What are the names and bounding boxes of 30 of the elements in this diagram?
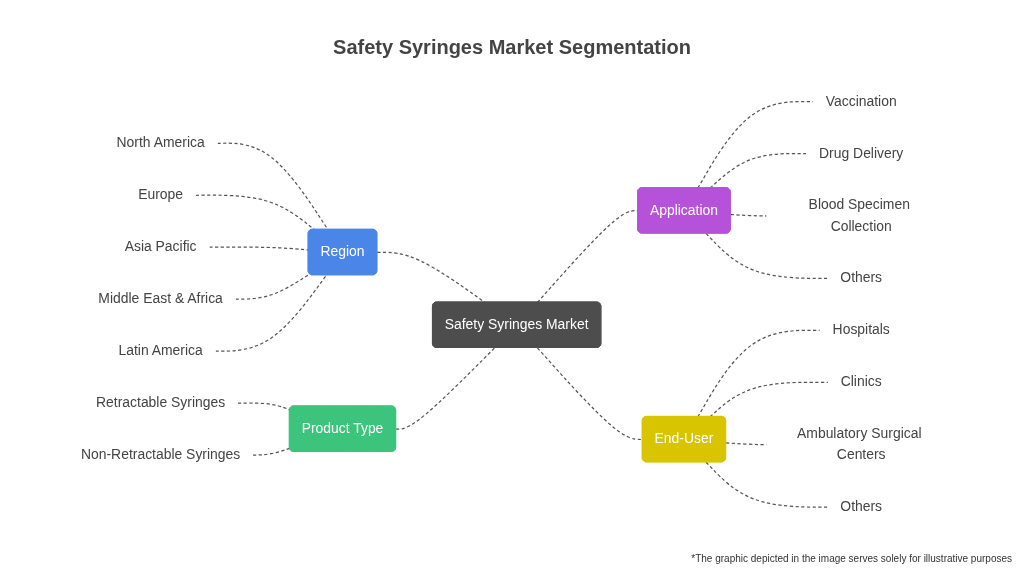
node-text: Drug Delivery [819, 145, 904, 161]
node-text: Non-Retractable Syringes [80, 446, 241, 463]
connector [234, 273, 311, 300]
node-text: North America [116, 134, 205, 151]
connector [237, 402, 291, 411]
node-text: Hospitals [832, 322, 890, 338]
node-text: Ambulatory Surgical Centers [797, 425, 922, 463]
node-text: Vaccination [825, 93, 897, 109]
node-text: Latin America [118, 342, 203, 359]
node-text: Europe [138, 186, 184, 203]
node-text: Middle East & Africa [98, 290, 223, 307]
footnote-text: *The graphic depicted in the image serves solely for illustrative purposes [691, 553, 1012, 564]
node-text: Others [840, 270, 883, 286]
connector [709, 152, 808, 189]
connector [395, 347, 496, 430]
node-text: Others [840, 498, 883, 515]
connector [216, 142, 329, 231]
connector [214, 274, 328, 352]
diagram-title: Safety Syringes Market Segmentation [333, 36, 691, 59]
connector [705, 232, 830, 280]
connector [697, 329, 822, 418]
connector [208, 246, 310, 251]
connector [709, 381, 830, 418]
node-text: Blood Specimen Collection [808, 197, 910, 234]
node-text: Clinics [840, 373, 882, 390]
connector [536, 347, 644, 441]
node-text: Asia Pacific [124, 238, 197, 255]
connector [252, 447, 291, 456]
connector [705, 461, 830, 508]
node-text: Retractable Syringes [96, 394, 226, 411]
